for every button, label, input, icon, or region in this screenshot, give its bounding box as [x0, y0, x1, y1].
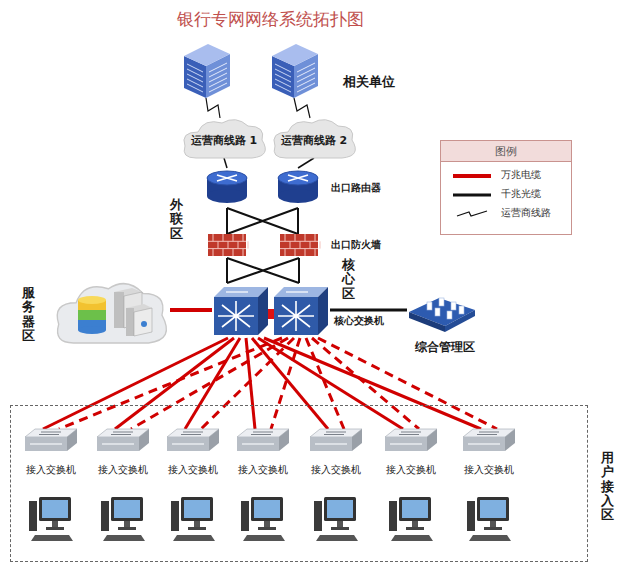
connector-line [185, 338, 240, 429]
connector-line [318, 338, 497, 429]
diagram-title: 银行专网网络系统拓扑图 [110, 8, 430, 31]
zone-label: 外联区 [170, 198, 183, 241]
connector-line [227, 208, 298, 234]
device-label: 相关单位 [343, 74, 395, 90]
zone-label: 核心区 [342, 258, 355, 301]
legend-swatch [451, 189, 495, 201]
connector [227, 208, 298, 234]
legend-text: 千兆光缆 [501, 187, 541, 201]
region-label: 用户接入区 [601, 451, 614, 522]
device-icon [208, 234, 320, 258]
legend-text: 万兆电缆 [501, 168, 541, 182]
device-icon [93, 429, 153, 545]
network-device: 运营商线路 1 [180, 116, 268, 160]
device-icon [233, 429, 293, 545]
connector-line [258, 338, 403, 429]
device-label: 接入交换机 [381, 464, 441, 476]
device-label: 接入交换机 [93, 464, 153, 476]
legend-swatch [451, 208, 495, 220]
network-device: 接入交换机 [381, 429, 441, 545]
device-icon [21, 429, 81, 545]
device-label: 运营商线路 2 [270, 134, 358, 147]
connector-line [252, 338, 328, 429]
connector-line [206, 98, 220, 118]
connector-line [246, 338, 255, 429]
device-label: 出口路由器 [331, 182, 381, 194]
network-device: 相关单位 [180, 40, 330, 98]
network-device: 出口防火墙 [208, 234, 320, 258]
device-label: 接入交换机 [459, 464, 519, 476]
network-device: 服务器区 [52, 278, 170, 346]
network-device: 接入交换机 [233, 429, 293, 545]
network-device: 接入交换机 [306, 429, 366, 545]
device-icon [306, 429, 366, 545]
connector-line [306, 338, 344, 429]
device-label: 接入交换机 [21, 464, 81, 476]
connector [330, 310, 407, 311]
network-device: 综合管理区 [407, 290, 483, 358]
legend-title: 图例 [441, 144, 571, 159]
network-device: 接入交换机 [93, 429, 153, 545]
region-box: 用户接入区接入交换机接入交换机接入交换机接入交换机接入交换机接入交换机接入交换机 [10, 405, 588, 562]
connector [170, 310, 212, 311]
device-label: 出口防火墙 [331, 239, 381, 251]
network-device: 接入交换机 [459, 429, 519, 545]
device-label: 综合管理区 [407, 340, 483, 354]
connector [227, 258, 299, 283]
legend-swatch [451, 170, 495, 182]
device-icon [163, 429, 223, 545]
connector [258, 338, 419, 429]
network-device: 接入交换机 [163, 429, 223, 545]
connector-line [312, 338, 419, 429]
device-icon [381, 429, 441, 545]
network-device: 运营商线路 2 [270, 116, 358, 160]
device-icon [52, 278, 170, 346]
device-label: 接入交换机 [306, 464, 366, 476]
connector [298, 158, 314, 168]
connector-line [330, 309, 407, 312]
network-device: 接入交换机 [21, 429, 81, 545]
connector [206, 98, 220, 118]
device-label: 服务器区 [22, 286, 35, 343]
connector [264, 338, 497, 429]
legend-header: 图例 [441, 141, 571, 162]
connector-line [170, 308, 212, 312]
device-icon [212, 283, 330, 338]
device-icon [459, 429, 519, 545]
device-icon [205, 168, 320, 208]
legend-text: 运营商线路 [501, 206, 551, 220]
legend-box: 图例万兆电缆千兆光缆运营商线路 [440, 140, 572, 235]
network-device: 出口路由器 [205, 168, 320, 208]
network-device: 核心交换机 [212, 283, 330, 338]
device-label: 接入交换机 [233, 464, 293, 476]
connector-line [43, 338, 228, 429]
device-label: 核心交换机 [334, 315, 384, 327]
device-label: 运营商线路 1 [180, 134, 268, 147]
connector [224, 158, 227, 168]
device-label: 接入交换机 [163, 464, 223, 476]
connector-line [227, 258, 299, 283]
connector-line [294, 98, 310, 118]
connector-line [298, 158, 314, 168]
connector-line [224, 158, 227, 168]
device-icon [180, 40, 330, 98]
connector [294, 98, 310, 118]
